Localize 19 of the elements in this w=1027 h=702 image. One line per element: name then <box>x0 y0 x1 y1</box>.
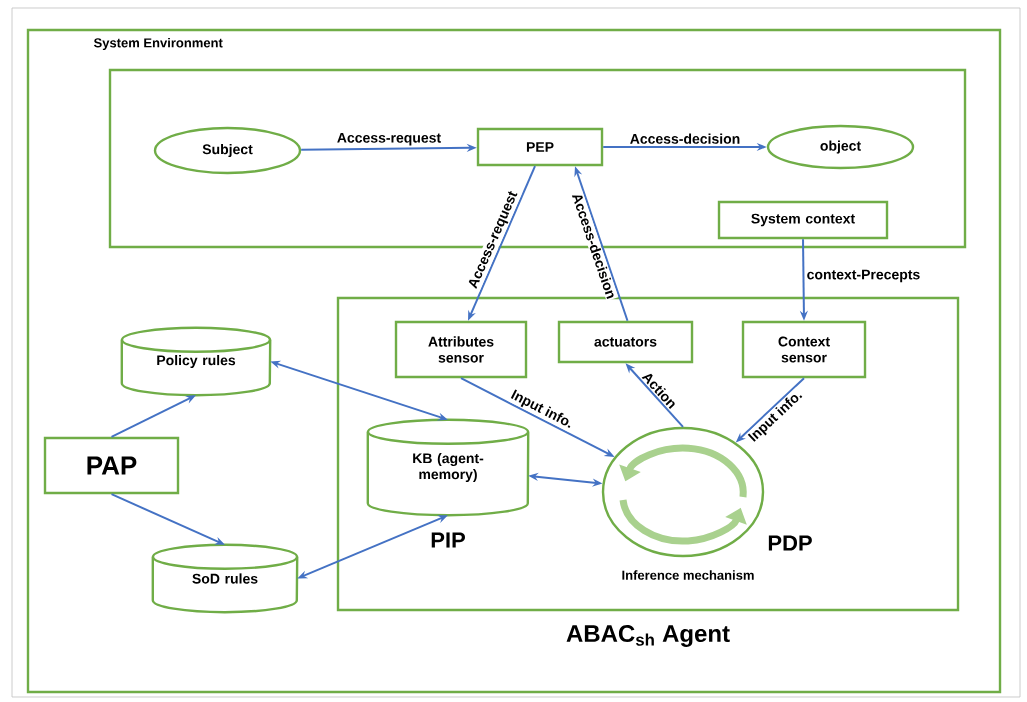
node-caption: Inference mechanism <box>622 570 754 580</box>
node-label: Policy rules <box>157 354 236 369</box>
process-box: PEP <box>476 127 604 167</box>
process-box: PAP <box>43 436 180 495</box>
node-label: SoD rules <box>192 573 258 584</box>
process-box: Attributes sensor <box>394 320 528 379</box>
database-cylinder: SoD rules <box>151 543 299 614</box>
process-box: Context sensor <box>741 320 867 379</box>
edge-label: Access-request <box>335 131 443 147</box>
node-label: ABAC$_{sh}$ Agent <box>566 625 730 647</box>
edge-label: Access-decision <box>628 132 742 145</box>
database-cylinder: Policy rules <box>120 326 272 397</box>
node-caption: PDP <box>768 535 812 551</box>
node-label: KB (agent-memory) <box>413 452 484 483</box>
process-box: actuators <box>557 320 694 364</box>
process-box: System context <box>717 200 889 240</box>
edge-label: context-Precepts <box>805 268 922 284</box>
database-cylinder: KB (agent-memory) <box>366 418 530 517</box>
node-caption: PIP <box>431 532 465 548</box>
